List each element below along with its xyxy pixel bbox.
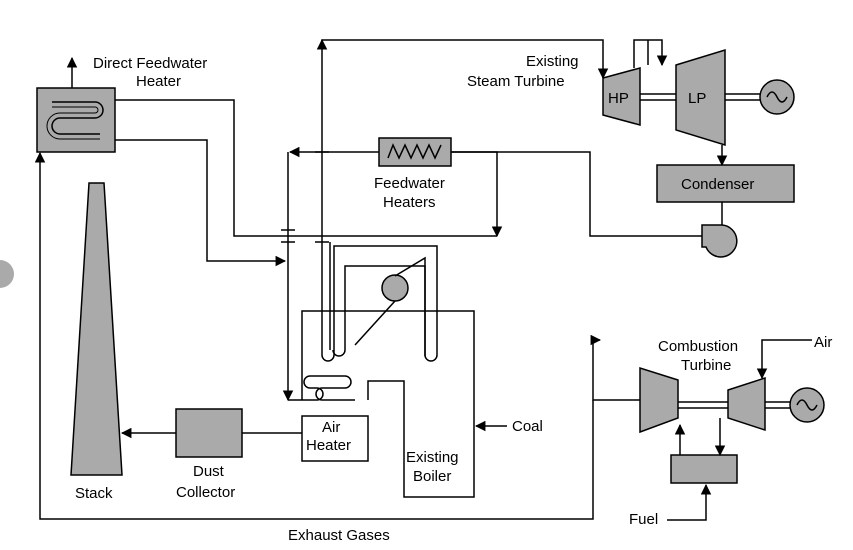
pump-icon <box>701 224 738 258</box>
air-heater-box <box>301 415 369 462</box>
existing-boiler-label-2: Boiler <box>413 468 451 485</box>
condenser <box>656 164 795 203</box>
boiler-tubes <box>321 242 438 362</box>
dust-collector <box>175 408 243 458</box>
direct-feedwater-heater-label-2: Heater <box>136 73 181 90</box>
air-heater-label-2: Heater <box>306 437 351 454</box>
hp-turbine <box>602 67 641 126</box>
lp-turbine <box>675 48 726 147</box>
hp-label: HP <box>608 90 629 107</box>
dfh-to-heaters-line <box>115 99 497 237</box>
economizer-coil <box>288 375 355 401</box>
ct-exhaust-line <box>590 334 640 401</box>
ct-compressor-section <box>727 376 766 432</box>
edge-marker <box>0 260 14 288</box>
main-steam-line <box>321 39 609 242</box>
ct-generator-icon <box>789 387 825 423</box>
dust-collector-label-1: Dust <box>193 463 225 480</box>
feedwater-heater-coil <box>387 143 442 160</box>
steam-drum <box>381 274 409 302</box>
stack-label: Stack <box>75 485 113 502</box>
exhaust-gases-label: Exhaust Gases <box>288 527 390 544</box>
dust-collector-label-2: Collector <box>176 484 235 501</box>
fuel-label: Fuel <box>629 511 658 528</box>
heater-drain-line <box>451 151 503 238</box>
direct-feedwater-heater <box>36 87 116 153</box>
combustor <box>670 454 738 484</box>
combustion-turbine-label-2: Turbine <box>681 357 731 374</box>
steam-generator-icon <box>759 79 795 115</box>
air-heater-label-1: Air <box>322 419 340 436</box>
existing-steam-turbine-label-1: Existing <box>526 53 579 70</box>
combustion-turbine-label-1: Combustion <box>658 338 738 355</box>
ct-turbine-section <box>639 366 679 434</box>
existing-boiler-label-1: Existing <box>406 449 459 466</box>
stack <box>70 182 123 476</box>
direct-feedwater-heater-label-1: Direct Feedwater <box>93 55 207 72</box>
pump-to-heaters-line <box>451 151 702 237</box>
coal-label: Coal <box>512 418 543 435</box>
lp-label: LP <box>688 90 706 107</box>
feedwater-heaters-label-2: Heaters <box>383 194 436 211</box>
drum-to-superheater <box>354 300 396 346</box>
condenser-label: Condenser <box>681 176 754 193</box>
existing-steam-turbine-label-2: Steam Turbine <box>467 73 565 90</box>
dfh-to-boiler-line <box>115 139 287 267</box>
air-label: Air <box>814 334 832 351</box>
air-inlet-arrow <box>756 339 812 380</box>
exhaust-gases-line <box>34 151 594 520</box>
fuel-inlet-arrow <box>667 483 712 521</box>
feedwater-heaters-label-1: Feedwater <box>374 175 445 192</box>
drum-downcomer <box>394 256 426 356</box>
